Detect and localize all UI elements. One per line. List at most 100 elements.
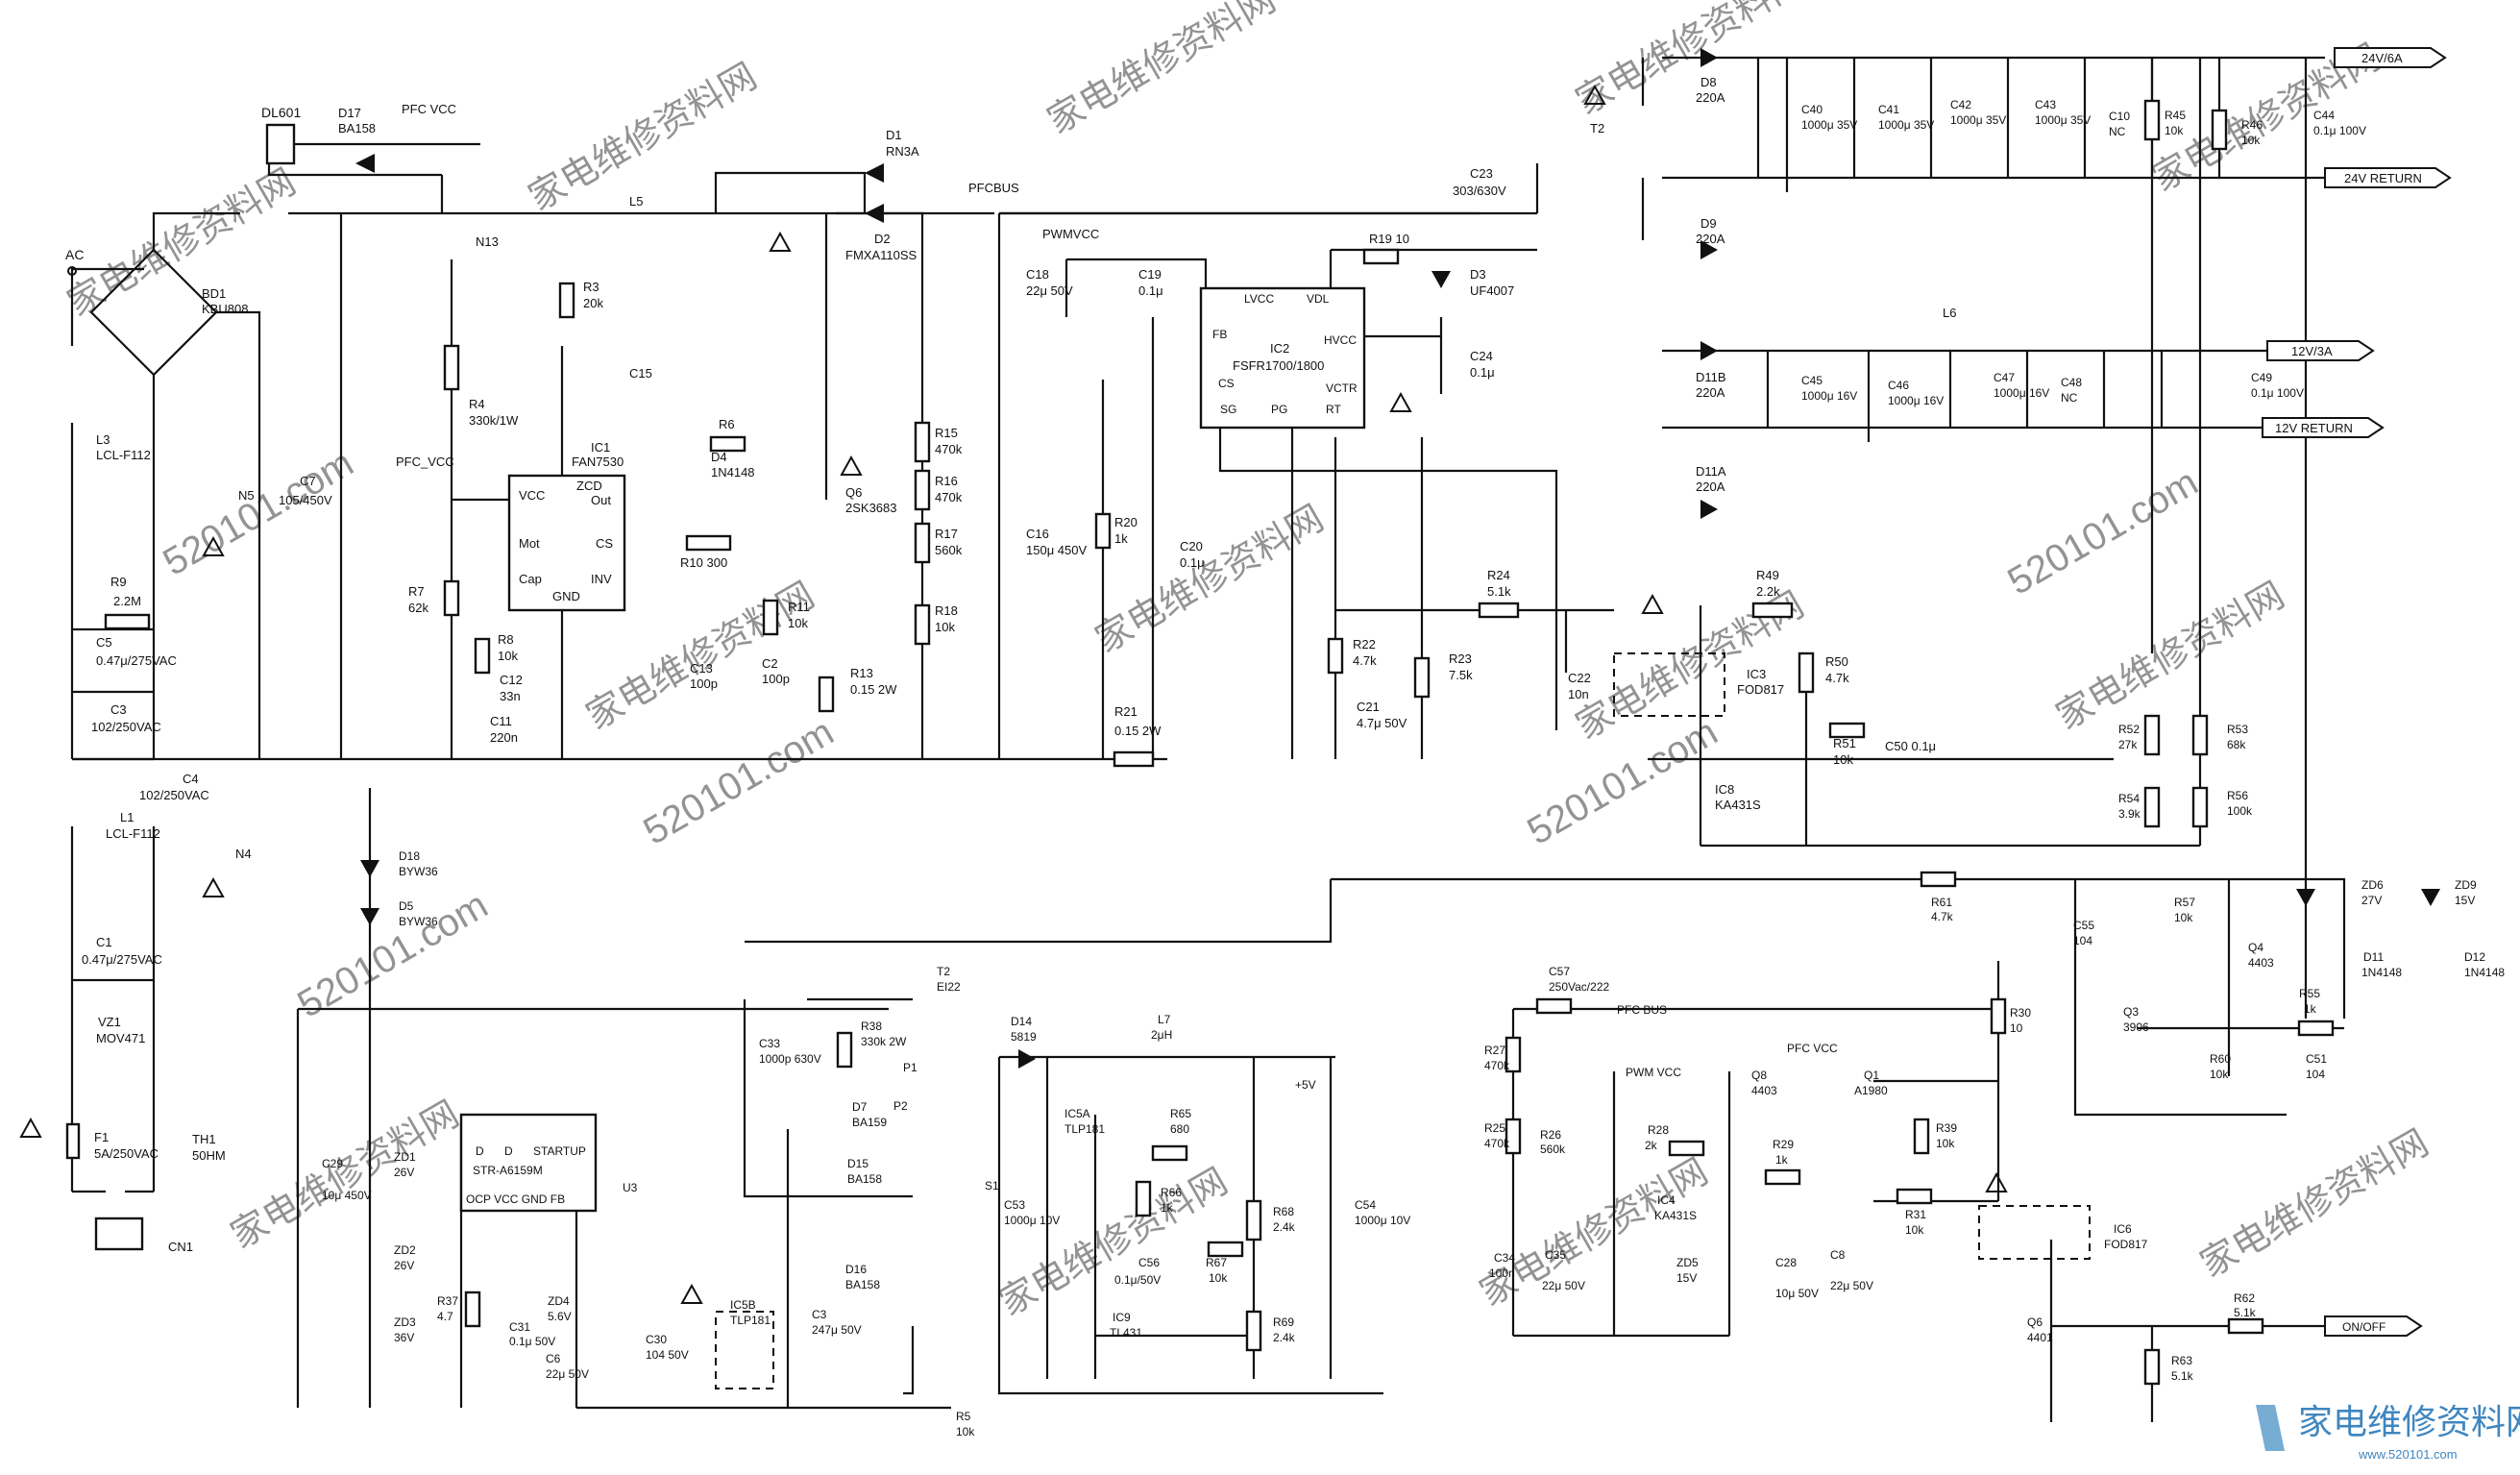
r27-ref: C57 — [1549, 965, 1570, 978]
control-section: C57 250Vac/222 PFC BUS R27 470k R25 470k… — [1484, 965, 2423, 1386]
r24-ref: R24 — [1487, 568, 1510, 582]
u3-pin-row: OCP VCC GND FB — [466, 1192, 565, 1206]
d1-ref: D1 — [886, 128, 902, 142]
q3-ref: Q3 — [2123, 1005, 2139, 1019]
r6-resistor — [709, 435, 746, 453]
r50-resistor — [1798, 651, 1815, 694]
zd3-value: 36V — [394, 1331, 414, 1344]
c30-value: 104 50V — [646, 1348, 689, 1362]
r18-value: 10k — [935, 620, 955, 634]
c23-ref: C23 — [1470, 166, 1493, 181]
d4-ref: D4 — [711, 450, 727, 464]
ac-node — [67, 266, 77, 276]
d12-ref: D12 — [2464, 950, 2485, 964]
warning-icon — [202, 535, 225, 556]
r37-value: 4.7 — [437, 1310, 453, 1323]
r7-ref: R7 — [408, 584, 425, 599]
d2-ref: D2 — [874, 232, 891, 246]
r26-value: 470k — [1484, 1137, 1510, 1150]
d3-value: UF4007 — [1470, 283, 1514, 298]
d17-diode — [355, 154, 375, 173]
c2-ref: C2 — [762, 656, 778, 671]
ic1-pin-mot: Mot — [519, 536, 540, 551]
r13-ref: R13 — [850, 666, 873, 680]
r17-ref: R17 — [935, 527, 958, 541]
r10-resistor — [685, 534, 732, 552]
c31-value: 0.1μ 50V — [509, 1335, 555, 1348]
n13-label: N13 — [476, 234, 499, 249]
pfc-bus2-label: PFC BUS — [1617, 1003, 1667, 1017]
s1-label: S1 — [985, 1179, 999, 1192]
d3-diode — [1431, 271, 1451, 288]
watermark-text: 家电维修资料网 — [2194, 1122, 2435, 1285]
d14-diode — [1018, 1049, 1036, 1069]
ic6-ref: IC6 — [2114, 1222, 2132, 1236]
r62-resistor — [2227, 1317, 2264, 1335]
c35-value: 22μ 50V — [1542, 1279, 1585, 1292]
r37-resistor — [464, 1291, 481, 1328]
r25-ref: R27 — [1484, 1044, 1505, 1057]
warning-icon — [680, 1283, 703, 1304]
zd3-ref: ZD3 — [394, 1315, 416, 1329]
r56-value: 100k — [2227, 804, 2253, 818]
output-24v-return-tag — [2324, 167, 2452, 188]
r65-ref: R65 — [1170, 1107, 1191, 1120]
warning-icon — [1641, 593, 1664, 614]
output-12v-return-tag — [2262, 417, 2385, 438]
r61-ref: R61 — [1931, 896, 1952, 909]
r49-value: 2.2k — [1756, 584, 1780, 599]
r15-value: 470k — [935, 442, 963, 456]
c43-value: 1000μ 35V — [2035, 113, 2091, 127]
r66-resistor — [1135, 1180, 1152, 1217]
c44-ref: C44 — [2313, 109, 2335, 122]
logo-text: 家电维修资料网 — [2298, 1402, 2520, 1441]
watermark-text: 家电维修资料网 — [993, 1161, 1235, 1323]
d11b-diode — [1700, 341, 1718, 360]
r51-value: 10k — [1833, 752, 1853, 767]
r22-value: 4.7k — [1353, 653, 1377, 668]
r28-resistor — [1668, 1140, 1705, 1157]
q1-value: A1980 — [1854, 1084, 1888, 1097]
watermark-text: 520101.com — [1521, 711, 1725, 853]
pfc-input — [339, 213, 564, 759]
c57-value: 10k — [956, 1425, 975, 1438]
d18-diode — [360, 860, 379, 877]
c40-value: 1000μ 35V — [1801, 118, 1857, 132]
c20-ref: C20 — [1180, 539, 1203, 553]
logo-url: www.520101.com — [2358, 1447, 2458, 1462]
c45-ref: C45 — [1801, 374, 1823, 387]
site-logo: 家电维修资料网 www.520101.com — [2256, 1402, 2520, 1462]
standby-section: D18 BYW36 D5 BYW36 C29 10μ 450V ZD1 26V … — [322, 849, 999, 1438]
r50-value: 4.7k — [1825, 671, 1849, 685]
l6-ref: L6 — [1943, 306, 1956, 320]
warning-icon — [840, 455, 863, 476]
warning-icon — [769, 231, 792, 252]
r63-value: 5.1k — [2171, 1369, 2194, 1383]
output-12v-label: 12V/3A — [2291, 344, 2333, 358]
d2-diode — [865, 204, 884, 223]
r9-resistor — [104, 613, 151, 630]
n4-label: N4 — [235, 847, 252, 861]
u3-part: STR-A6159M — [473, 1164, 543, 1177]
dl601-ref: DL601 — [261, 105, 301, 120]
ic1-ref: IC1 — [591, 440, 610, 455]
logo-icon — [2256, 1405, 2285, 1451]
ic2-wiring — [1064, 248, 1614, 759]
l3-value: LCL-F112 — [96, 448, 151, 462]
c1-value: 0.47μ/275VAC — [82, 952, 162, 967]
l3-ref: L3 — [96, 432, 110, 447]
pwmvcc-label: PWMVCC — [1042, 227, 1099, 241]
r19-resistor — [1362, 248, 1400, 265]
r13-value: 0.15 2W — [850, 682, 897, 697]
r67-value: 10k — [1209, 1271, 1228, 1285]
r4-value: 330k/1W — [469, 413, 519, 428]
r21-resistor — [1113, 750, 1155, 768]
q3-value: 3906 — [2123, 1020, 2149, 1034]
zd2-ref: ZD2 — [394, 1243, 416, 1257]
zd1-ref: ZD1 — [394, 1150, 416, 1164]
c55-value: 104 — [2073, 934, 2092, 947]
c8-ref: C8 — [1830, 1248, 1846, 1262]
c8-value: 22μ 50V — [1830, 1279, 1873, 1292]
zd5-value: 15V — [1676, 1271, 1697, 1285]
l1-ref: L1 — [120, 810, 134, 824]
